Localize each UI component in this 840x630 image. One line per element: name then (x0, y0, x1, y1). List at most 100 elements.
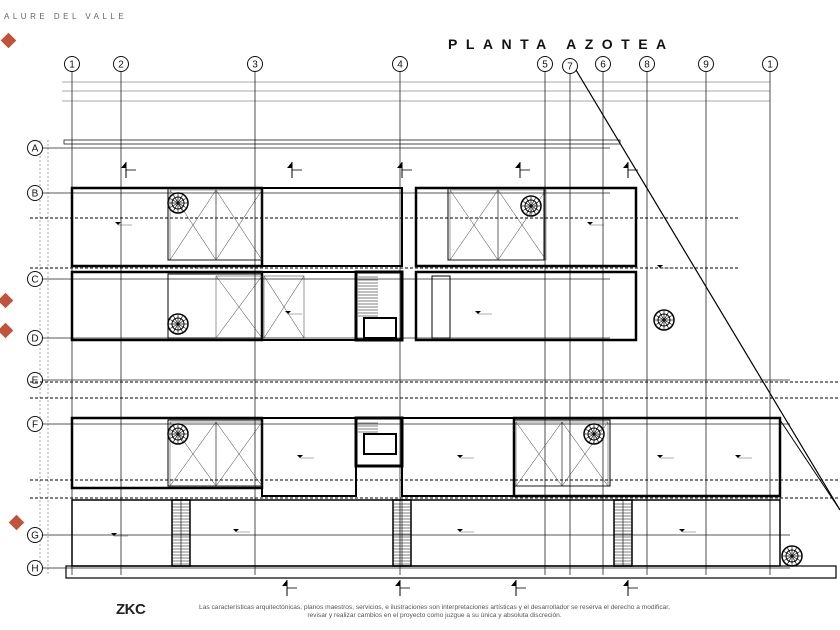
parapet (65, 565, 837, 579)
location-markers (0, 32, 25, 531)
section-arrow-icon (623, 580, 638, 596)
skylight-cross (449, 189, 499, 261)
roof-drain-icon (781, 545, 803, 567)
level-mark-icon (679, 529, 696, 533)
axis-bubble-row (27, 271, 43, 287)
skylight-cross (215, 189, 263, 261)
axis-bubble-row (27, 140, 43, 156)
parapet (63, 139, 621, 145)
axis-bubble-row (27, 330, 43, 346)
section-arrow-icon (282, 580, 297, 596)
stair-treads (172, 276, 632, 566)
axis-label-row: C (31, 275, 38, 286)
axis-bubble-row (27, 560, 43, 576)
roof-drain-icon (583, 423, 605, 445)
level-marks (111, 222, 752, 537)
unit-outline (261, 187, 403, 267)
unit-outline (70, 270, 264, 342)
skylight-crosses (169, 189, 609, 487)
stair-core (354, 270, 404, 342)
section-arrow-icon (511, 580, 526, 596)
skylight-cross (263, 275, 305, 339)
axis-label-row: A (32, 144, 39, 155)
roof-drain-icon (653, 309, 675, 331)
roof-drain-icon (167, 192, 189, 214)
level-mark-icon (297, 455, 314, 459)
skylight-cross (169, 189, 217, 261)
marker-diamond (0, 32, 17, 49)
axis-label-column: 2 (118, 60, 124, 71)
axis-label-column: 3 (252, 60, 258, 71)
axis-bubble-row (27, 185, 43, 201)
lightwell (431, 275, 451, 339)
axis-label-column: 1 (767, 60, 773, 71)
unit-outline (70, 186, 264, 268)
skylight-cross (515, 421, 563, 487)
roof-drain-icon (520, 195, 542, 217)
unit-outline (261, 271, 357, 341)
core-room (363, 317, 397, 339)
skylight-cross (169, 421, 217, 487)
marker-diamond (0, 292, 14, 309)
axis-label-column: 4 (397, 60, 403, 71)
section-arrows (121, 162, 638, 596)
axis-label-column: 6 (600, 60, 606, 71)
marker-diamond (8, 514, 25, 531)
axis-bubble-row (27, 527, 43, 543)
skylight-cross (215, 421, 263, 487)
axis-bubble-column (562, 58, 578, 74)
stair-core (354, 416, 404, 468)
roof-drain-icon (167, 423, 189, 445)
skylight-cross (497, 189, 547, 261)
axis-label-column: 9 (703, 60, 709, 71)
axis-label-column: 7 (567, 62, 573, 73)
level-mark-icon (457, 455, 474, 459)
axis-label-row: B (32, 189, 39, 200)
axis-label-column: 5 (542, 60, 548, 71)
section-arrow-icon (121, 162, 136, 178)
axis-label-row: H (31, 564, 38, 575)
axis-label-row: F (32, 420, 38, 431)
level-mark-icon (587, 222, 604, 226)
axis-bubble-column (762, 56, 778, 72)
level-mark-icon (111, 533, 128, 537)
plan-title: PLANTA AZOTEA (448, 36, 675, 52)
building-walls (30, 69, 840, 579)
skylight-cross (215, 275, 263, 339)
level-mark-icon (457, 529, 474, 533)
axis-bubbles: 1 2 3 4 5 7 6 8 9 1A B C D E F G H (27, 56, 778, 576)
core-room (363, 433, 397, 455)
unit-outline (70, 416, 264, 490)
axis-label-row: D (31, 334, 38, 345)
axis-label-row: E (32, 376, 39, 387)
axis-bubble-column (537, 56, 553, 72)
axis-label-column: 1 (69, 60, 75, 71)
axis-bubble-column (595, 56, 611, 72)
axis-label-row: G (31, 531, 39, 542)
axis-bubble-column (247, 56, 263, 72)
level-mark-icon (192, 265, 209, 269)
section-arrow-icon (287, 162, 302, 178)
legal-disclaimer: Las características arquitectónicas, pla… (199, 604, 670, 619)
marker-diamond (0, 322, 14, 339)
section-arrow-icon (515, 162, 530, 178)
section-arrow-icon (623, 162, 638, 178)
axis-label-column: 8 (644, 60, 650, 71)
unit-outline (401, 417, 515, 497)
level-mark-icon (233, 529, 250, 533)
section-arrow-icon (397, 162, 412, 178)
axis-bubble-column (64, 56, 80, 72)
level-mark-icon (657, 455, 674, 459)
roof-drains (167, 192, 803, 567)
axis-bubble-column (392, 56, 408, 72)
dimension-lines (39, 81, 770, 575)
axis-bubble-row (27, 372, 43, 388)
brand-name: ALURE DEL VALLE (4, 12, 128, 21)
developer-logo: ZKC (116, 601, 146, 618)
level-mark-icon (115, 222, 132, 226)
axis-bubble-column (698, 56, 714, 72)
axis-bubble-row (27, 416, 43, 432)
level-mark-icon (657, 265, 674, 269)
unit-outline (261, 417, 357, 497)
